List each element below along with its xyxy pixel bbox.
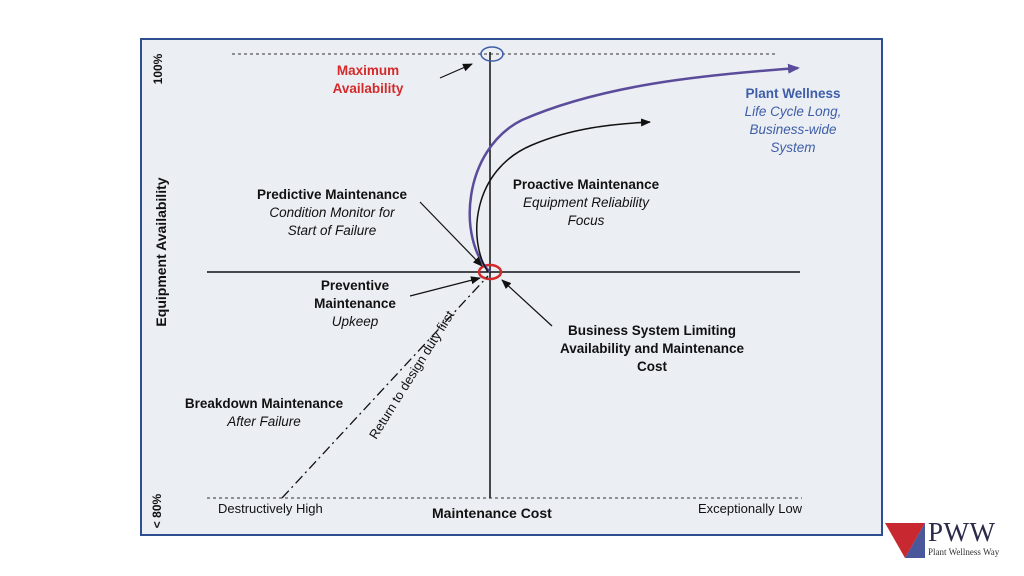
predictive-line2: Start of Failure: [287, 223, 377, 238]
plant-line3: System: [770, 140, 816, 155]
predictive-line1: Condition Monitor for: [269, 205, 395, 220]
plant-title: Plant Wellness: [745, 86, 841, 101]
predictive-title: Predictive Maintenance: [256, 187, 408, 202]
proactive-line1: Equipment Reliability: [522, 195, 650, 210]
maximum-arrow: [439, 63, 473, 79]
x-left-label: Destructively High: [218, 501, 323, 516]
x-right-label: Exceptionally Low: [698, 501, 803, 516]
preventive-line1: Upkeep: [331, 314, 379, 329]
y-bottom-label: < 80%: [150, 493, 164, 529]
diagram-canvas: [207, 46, 802, 499]
plant-line1: Life Cycle Long,: [744, 104, 842, 119]
predictive-label: Predictive Maintenance Condition Monitor…: [246, 186, 418, 240]
preventive-title1: Preventive: [320, 278, 390, 293]
center-marker: [477, 263, 503, 281]
business-line3: Cost: [637, 359, 667, 374]
plant-wellness-label: Plant Wellness Life Cycle Long, Business…: [726, 85, 860, 157]
max-availability-marker: [480, 46, 504, 62]
diagram-frame: 100% Equipment Availability < 80% Destru…: [140, 38, 883, 536]
proactive-title: Proactive Maintenance: [512, 177, 660, 192]
pww-logo-icon: [885, 523, 925, 558]
plant-wellness-curve: [468, 63, 800, 273]
business-line1: Business System Limiting: [567, 323, 737, 338]
breakdown-label: Breakdown Maintenance After Failure: [174, 395, 354, 431]
pww-logo-mark: PWW: [928, 517, 996, 547]
breakdown-title: Breakdown Maintenance: [184, 396, 344, 411]
proactive-label: Proactive Maintenance Equipment Reliabil…: [500, 176, 672, 230]
business-arrow: [501, 279, 553, 327]
business-line2: Availability and Maintenance: [559, 341, 745, 356]
proactive-line2: Focus: [567, 213, 605, 228]
y-top-label: 100%: [151, 53, 165, 85]
maximum-line2: Availability: [332, 81, 404, 96]
preventive-arrow: [409, 276, 481, 297]
preventive-label: Preventive Maintenance Upkeep: [300, 277, 410, 331]
proactive-curve: [476, 118, 651, 273]
y-axis-label: Equipment Availability: [153, 177, 169, 327]
breakdown-line1: After Failure: [227, 414, 301, 429]
maximum-line1: Maximum: [336, 63, 400, 78]
maximum-availability-label: Maximum Availability: [320, 62, 416, 98]
plant-line2: Business-wide: [749, 122, 837, 137]
x-axis-label: Maintenance Cost: [432, 505, 552, 521]
preventive-title2: Maintenance: [314, 296, 396, 311]
business-system-label: Business System Limiting Availability an…: [542, 322, 762, 376]
pww-logo-subtitle: Plant Wellness Way: [928, 547, 1000, 557]
predictive-arrow: [419, 201, 483, 267]
